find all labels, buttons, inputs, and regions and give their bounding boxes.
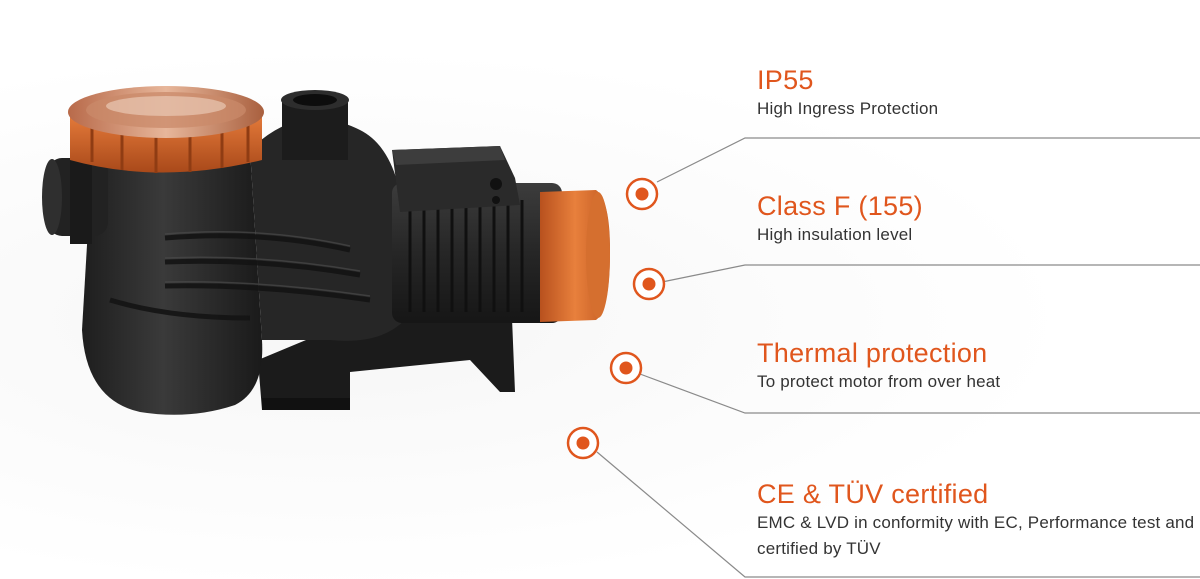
feature-description: EMC & LVD in conformity with EC, Perform… [757, 513, 1195, 558]
callout-target-icon [625, 177, 659, 211]
feature-class-f: Class F (155) High insulation level [757, 190, 923, 248]
feature-description: High Ingress Protection [757, 99, 939, 118]
feature-thermal-protection: Thermal protection To protect motor from… [757, 337, 1000, 395]
pool-pump-image [42, 86, 610, 415]
feature-ip55: IP55 High Ingress Protection [757, 64, 938, 122]
callout-target-icon [609, 351, 643, 385]
feature-description: To protect motor from over heat [757, 372, 1001, 391]
feature-title: IP55 [757, 65, 814, 95]
feature-description: High insulation level [757, 225, 913, 244]
feature-title: Thermal protection [757, 338, 988, 368]
callout-target-icon [632, 267, 666, 301]
feature-ce-tuv: CE & TÜV certified EMC & LVD in conformi… [757, 478, 1197, 562]
feature-title: CE & TÜV certified [757, 479, 989, 509]
callout-target-icon [566, 426, 600, 460]
feature-title: Class F (155) [757, 191, 923, 221]
